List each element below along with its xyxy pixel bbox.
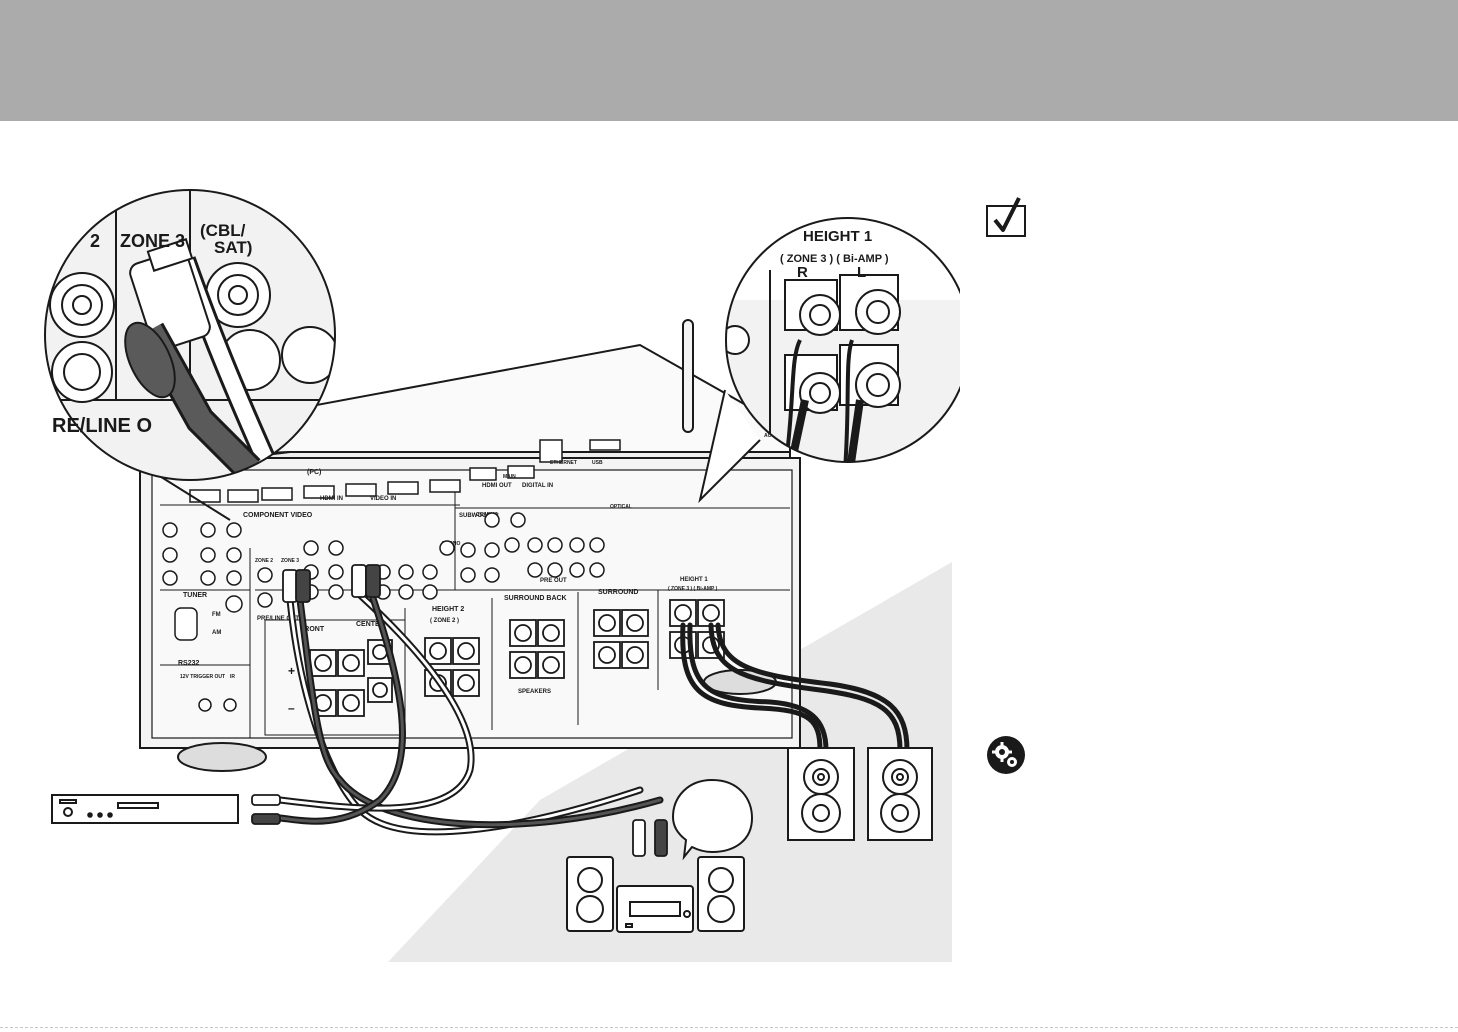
zone3-area-background	[388, 562, 952, 962]
svg-text:2: 2	[90, 231, 100, 251]
checkbox-checked-icon	[986, 197, 1026, 237]
svg-text:HDMI IN: HDMI IN	[320, 496, 343, 502]
svg-text:( ZONE 3 ) ( Bi-AMP ): ( ZONE 3 ) ( Bi-AMP )	[668, 586, 718, 592]
svg-text:HDMI OUT: HDMI OUT	[482, 483, 512, 489]
svg-text:USB: USB	[592, 460, 603, 466]
svg-text:(PC): (PC)	[307, 469, 321, 476]
svg-text:SUBWOOFER: SUBWOOFER	[459, 513, 499, 519]
svg-text:+: +	[288, 664, 295, 678]
svg-text:HEIGHT 1: HEIGHT 1	[803, 228, 872, 245]
zone3-mini-system	[566, 856, 745, 933]
svg-text:SPEAKERS: SPEAKERS	[518, 689, 551, 695]
svg-text:L: L	[857, 264, 866, 281]
connection-diagram: (PC) HDMI IN VIDEO IN HDMI OUT DIGITAL I…	[44, 189, 960, 962]
svg-text:MAIN: MAIN	[503, 474, 516, 480]
svg-text:( ZONE 2 ): ( ZONE 2 )	[430, 618, 459, 624]
svg-text:AM: AM	[212, 630, 221, 636]
svg-text:SAT): SAT)	[214, 238, 252, 257]
svg-text:TUNER: TUNER	[183, 592, 207, 599]
speech-bubble	[671, 778, 754, 861]
svg-text:PRE/LINE OUT: PRE/LINE OUT	[257, 616, 299, 622]
svg-text:12V TRIGGER OUT: 12V TRIGGER OUT	[180, 674, 225, 680]
height1-callout: HEIGHT 1 ( ZONE 3 ) ( Bi-AMP ) R L	[698, 217, 960, 504]
svg-text:PRE OUT: PRE OUT	[540, 578, 567, 584]
bottom-rule	[0, 1027, 1458, 1028]
svg-text:FM: FM	[212, 612, 221, 618]
hdmi-in-ports	[189, 439, 621, 503]
source-player	[51, 794, 239, 824]
svg-text:ZONE 3: ZONE 3	[281, 558, 299, 564]
svg-text:OPTICAL: OPTICAL	[610, 504, 632, 510]
svg-text:ETHERNET: ETHERNET	[550, 460, 577, 466]
gears-icon	[987, 736, 1025, 774]
svg-text:RE/LINE O: RE/LINE O	[52, 415, 152, 437]
svg-text:–: –	[288, 701, 295, 715]
svg-text:COMPONENT VIDEO: COMPONENT VIDEO	[243, 512, 313, 519]
svg-text:(CBL/: (CBL/	[200, 221, 246, 240]
rca-cables	[276, 591, 664, 836]
zone3-preout-callout: ZONE 3 2 (CBL/ SAT) RE/LINE O	[44, 189, 336, 521]
header-bar	[0, 0, 1458, 121]
height1-speaker-wires	[680, 622, 910, 753]
svg-text:SURROUND: SURROUND	[598, 589, 638, 596]
svg-text:RS232: RS232	[178, 660, 200, 667]
svg-text:FRONT: FRONT	[300, 626, 325, 633]
height1-speakers	[787, 747, 933, 841]
svg-text:VIDEO IN: VIDEO IN	[370, 496, 396, 502]
svg-text:ZONE 3: ZONE 3	[120, 231, 185, 251]
svg-text:CENTER: CENTER	[356, 621, 385, 628]
svg-text:HEIGHT 1: HEIGHT 1	[680, 577, 708, 583]
svg-text:( ZONE 3 ) ( Bi-AMP ): ( ZONE 3 ) ( Bi-AMP )	[780, 253, 889, 265]
svg-text:IR: IR	[230, 674, 235, 680]
svg-text:SURROUND BACK: SURROUND BACK	[504, 595, 567, 602]
svg-text:HEIGHT 2: HEIGHT 2	[432, 606, 464, 613]
svg-text:R: R	[797, 264, 808, 281]
svg-text:ZONE 2: ZONE 2	[255, 558, 273, 564]
rca-plugs	[251, 564, 668, 857]
svg-text:DIGITAL IN: DIGITAL IN	[522, 483, 553, 489]
